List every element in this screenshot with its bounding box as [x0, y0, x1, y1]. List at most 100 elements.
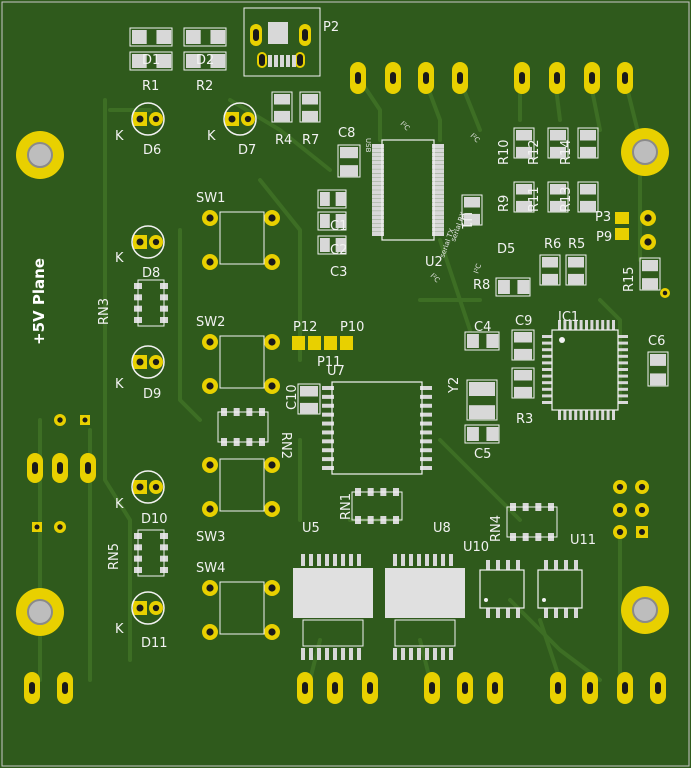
- ic-pin: [322, 394, 334, 399]
- qfp-pin: [618, 394, 628, 398]
- chip-pad: [568, 257, 584, 268]
- chip-outline: [337, 144, 361, 178]
- ref-label-c9: C9: [515, 314, 532, 329]
- ic-pin: [372, 198, 384, 203]
- pad-hole: [297, 54, 303, 66]
- ref-label-r7: R7: [302, 133, 319, 148]
- so8-pin: [574, 608, 578, 618]
- driver-pin: [301, 648, 305, 660]
- qfp-pin: [618, 354, 628, 358]
- chip-pad: [340, 147, 358, 159]
- ref-label-p3: P3: [595, 210, 611, 225]
- pad-hole: [462, 682, 468, 694]
- chip-pad: [516, 130, 532, 141]
- ic-pin: [322, 448, 334, 453]
- driver-pin: [409, 648, 413, 660]
- chip-pad: [467, 334, 479, 348]
- switch-outline: [219, 581, 265, 635]
- qfp-pin: [595, 320, 599, 330]
- pad-hole: [152, 483, 160, 491]
- ic-pin: [432, 194, 444, 199]
- ref-label-r9: R9: [497, 195, 512, 212]
- pad-hole: [57, 417, 63, 423]
- chip-pad: [302, 94, 318, 105]
- ic-pin: [420, 394, 432, 399]
- pad-hole: [152, 604, 160, 612]
- ic-pin: [420, 457, 432, 462]
- silkscreen-outlines: [129, 7, 669, 647]
- qfp-pin: [574, 410, 578, 420]
- ref-label-rn4: RN4: [489, 515, 504, 542]
- pad-hole: [136, 483, 144, 491]
- chip-pad: [186, 54, 201, 68]
- ref-label-sw4: SW4: [196, 561, 225, 576]
- driver-pin: [433, 648, 437, 660]
- pad-hole: [206, 505, 214, 513]
- jumper-pad: [308, 336, 321, 350]
- pad-hole: [332, 682, 338, 694]
- ic-pin: [322, 430, 334, 435]
- qfp-pin: [558, 320, 561, 330]
- chip-pad: [650, 354, 666, 366]
- chip-pad: [642, 278, 658, 290]
- driver-pin: [425, 554, 429, 566]
- so8-pin: [564, 608, 568, 618]
- ref-label-r8: R8: [473, 278, 490, 293]
- ref-label-u8: U8: [433, 521, 451, 536]
- ref-label-d6: D6: [143, 143, 161, 158]
- ic-pin: [432, 144, 444, 148]
- ic-pin: [322, 386, 334, 390]
- ic-pin: [372, 211, 384, 216]
- so8-pin: [506, 608, 510, 618]
- ref-label-k: K: [115, 251, 124, 266]
- pad-hole: [206, 214, 214, 222]
- chip-outline: [317, 211, 347, 231]
- qfp-pin: [618, 335, 628, 338]
- jumper-pad: [340, 336, 353, 350]
- qfp-pin: [542, 335, 552, 338]
- pad-hole: [622, 682, 628, 694]
- ic-pin: [372, 223, 384, 228]
- so8-pin: [564, 560, 568, 570]
- mounting-hole-drill: [27, 599, 53, 625]
- pad-hole: [429, 682, 435, 694]
- pad-hole: [268, 584, 276, 592]
- ref-label-d1: D1: [142, 53, 160, 68]
- ic-pin: [432, 215, 444, 220]
- so8-pin: [496, 560, 500, 570]
- ic-pin: [432, 173, 444, 178]
- jumper-pad: [324, 336, 337, 350]
- pad-hole: [492, 682, 498, 694]
- pad-hole: [206, 338, 214, 346]
- ic-pin: [322, 439, 334, 444]
- chip-outline: [513, 127, 535, 159]
- driver-body: [293, 568, 373, 618]
- ref-label-d9: D9: [143, 387, 161, 402]
- smd-footprints: [132, 22, 666, 660]
- driver-pin: [401, 554, 405, 566]
- led-outline: [131, 591, 165, 625]
- ref-label-ic1: IC1: [558, 310, 579, 325]
- ic-pin: [432, 181, 444, 186]
- ref-label-d5: D5: [497, 242, 515, 257]
- ic-pin: [372, 148, 384, 153]
- chip-pad: [300, 386, 318, 397]
- jumper-pad: [615, 228, 629, 240]
- ic-pin: [432, 152, 444, 157]
- chip-pad: [650, 373, 666, 386]
- chip-pad: [550, 200, 566, 212]
- qfp-pin: [542, 341, 552, 345]
- driver-pin: [433, 554, 437, 566]
- ic-pin: [372, 215, 384, 220]
- small-label-5: I²C: [472, 263, 483, 275]
- pad-hole: [268, 628, 276, 636]
- pad-hole: [587, 682, 593, 694]
- chip-pad: [516, 184, 532, 195]
- chip-outline: [129, 27, 173, 47]
- ref-label-c2: C2: [330, 243, 347, 258]
- ic-pin: [372, 219, 384, 224]
- ref-label-d11: D11: [141, 636, 168, 651]
- usb-pin: [268, 55, 272, 67]
- qfp-pin: [558, 410, 561, 420]
